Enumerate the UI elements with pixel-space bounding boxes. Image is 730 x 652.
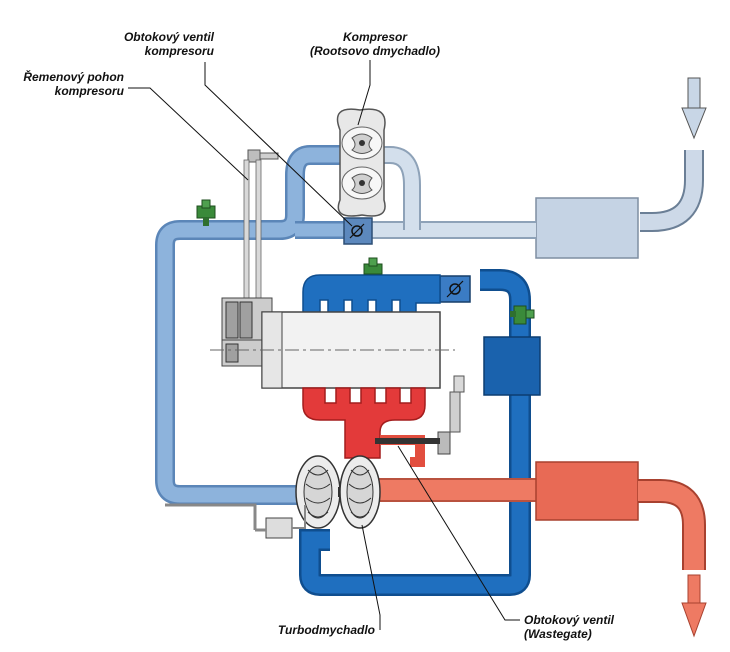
- label-line: kompresoru: [144, 44, 214, 58]
- leader-lines: [128, 60, 520, 630]
- charge-sensor-icon: [510, 305, 535, 325]
- wastegate-actuator: [375, 375, 465, 455]
- air-intake-arrow: [681, 77, 707, 140]
- label-line: Obtokový ventil: [123, 30, 214, 44]
- manifold-sensor-icon: [363, 257, 383, 275]
- boost-control-valve: [165, 503, 306, 539]
- label-bypass-valve-compressor: Obtokový ventil kompresoru: [104, 30, 214, 58]
- turbocharger: [295, 455, 381, 529]
- intercooler: [483, 336, 541, 396]
- engine-block: [210, 311, 455, 389]
- intake-manifold: [302, 274, 441, 315]
- label-line: (Rootsovo dmychadlo): [309, 44, 440, 58]
- label-line: Řemenový pohon: [23, 70, 124, 84]
- label-line: (Wastegate): [524, 627, 592, 641]
- label-line: kompresoru: [54, 84, 124, 98]
- label-line: Obtokový ventil: [524, 613, 615, 627]
- label-line: Kompresor: [342, 30, 407, 44]
- label-compressor: Kompresor (Rootsovo dmychadlo): [300, 30, 450, 58]
- air-filter: [535, 197, 639, 259]
- roots-compressor: [336, 108, 386, 217]
- throttle-valve: [439, 275, 471, 303]
- muffler: [535, 461, 639, 521]
- exhaust-outlet-arrow: [681, 574, 707, 638]
- label-belt-drive: Řemenový pohon kompresoru: [0, 70, 124, 98]
- pressure-sensor-icon: [196, 199, 216, 226]
- label-turbocharger: Turbodmychadlo: [255, 623, 375, 637]
- label-line: Turbodmychadlo: [277, 623, 375, 637]
- exhaust-manifold: [302, 387, 426, 459]
- label-wastegate: Obtokový ventil (Wastegate): [524, 613, 644, 641]
